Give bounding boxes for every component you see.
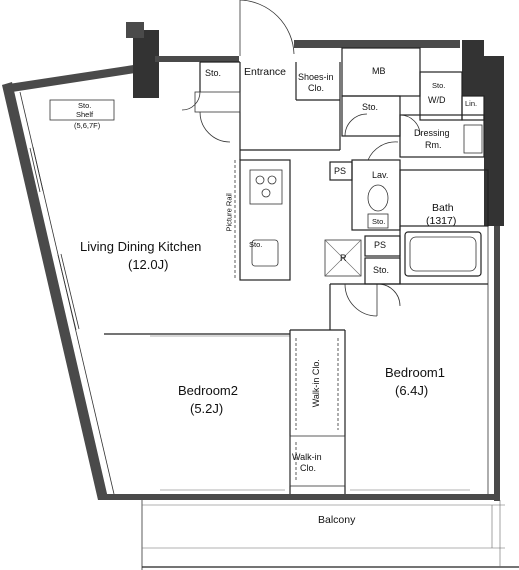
walkin-closet-1-label: Walk-in Clo. bbox=[310, 359, 321, 408]
bed2-size: (5.2J) bbox=[190, 401, 224, 416]
walkin-closet-2 bbox=[289, 435, 346, 487]
sto-shelf-label-2: Shelf bbox=[76, 110, 94, 119]
ldk-name: Living Dining Kitchen bbox=[80, 239, 202, 254]
wd-label: W/D bbox=[428, 95, 446, 105]
left-exterior-wall bbox=[2, 82, 108, 500]
kitchen-counter bbox=[239, 159, 291, 281]
top-wall-right2 bbox=[340, 40, 460, 48]
shoes-in-label-1: Shoes-in bbox=[298, 72, 334, 82]
shoes-in-label-2: Clo. bbox=[308, 83, 325, 93]
ps-label-2: PS bbox=[374, 240, 387, 250]
column-right-edge bbox=[484, 56, 504, 226]
lav-label: Lav. bbox=[372, 170, 389, 180]
sto-shelf bbox=[49, 99, 115, 121]
cooktop bbox=[249, 169, 283, 205]
fridge-space bbox=[324, 239, 362, 277]
bath-name: Bath bbox=[432, 202, 454, 214]
sto-hall-label: Sto. bbox=[362, 102, 379, 112]
top-left-wall bbox=[2, 64, 142, 92]
entrance-label: Entrance bbox=[244, 66, 287, 78]
walkin-closet-2-label-2: Clo. bbox=[300, 463, 317, 473]
left-windows bbox=[29, 146, 80, 331]
ldk-size: (12.0J) bbox=[128, 257, 169, 272]
sto-lav-label: Sto. bbox=[372, 217, 386, 226]
balcony-outline bbox=[141, 500, 519, 570]
bottom-wall bbox=[98, 494, 500, 500]
bed2-name: Bedroom2 bbox=[178, 383, 238, 398]
balcony-label: Balcony bbox=[318, 514, 356, 526]
lin-label: Lin. bbox=[465, 99, 478, 108]
sto-shelf-label-1: Sto. bbox=[78, 101, 92, 110]
sto-top-label: Sto. bbox=[205, 68, 222, 78]
dressing-label-1: Dressing bbox=[414, 128, 450, 138]
bathtub bbox=[404, 231, 482, 277]
right-exterior-wall bbox=[494, 226, 500, 501]
entrance-door bbox=[239, 0, 295, 56]
sto-kitchen-label: Sto. bbox=[249, 240, 263, 249]
sink bbox=[251, 239, 279, 267]
sto-wd-label: Sto. bbox=[432, 81, 446, 90]
column-top-left bbox=[133, 30, 159, 98]
picture-rail-label: Picture Rail bbox=[224, 193, 234, 232]
bath-size: (1317) bbox=[426, 215, 457, 227]
sto-bed1-label: Sto. bbox=[373, 265, 390, 275]
dressing-label-2: Rm. bbox=[425, 140, 442, 150]
column-top-right bbox=[462, 40, 484, 96]
bed1-size: (6.4J) bbox=[395, 383, 429, 398]
ps-label-1: PS bbox=[334, 166, 347, 176]
column-top-left-base bbox=[126, 22, 144, 38]
top-wall-right bbox=[294, 40, 342, 48]
mb-label: MB bbox=[372, 66, 386, 76]
bed1-name: Bedroom1 bbox=[385, 365, 445, 380]
r-label: R bbox=[340, 253, 347, 263]
top-wall-mid bbox=[155, 56, 239, 62]
walkin-closet-2-label-1: Walk-in bbox=[292, 452, 322, 462]
sto-shelf-label-3: (5,6,7F) bbox=[74, 121, 101, 130]
